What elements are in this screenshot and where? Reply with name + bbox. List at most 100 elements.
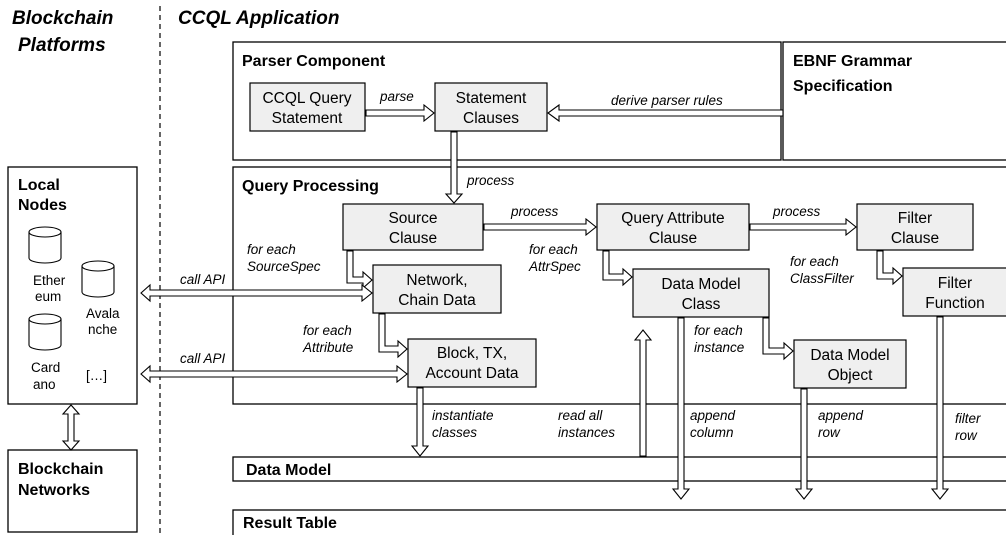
process-source-to-attr-label: process xyxy=(510,204,559,219)
ethereum-label-line2: eum xyxy=(35,289,61,304)
filter-function-line1: Filter xyxy=(938,275,972,292)
process-attr-to-filter-label: process xyxy=(772,204,821,219)
source-clause-line2: Clause xyxy=(389,230,437,247)
for-each-attrspec-line2: AttrSpec xyxy=(528,259,581,274)
call-api-block-arrow xyxy=(140,364,408,384)
ethereum-node-icon xyxy=(28,226,62,264)
result-table-frame xyxy=(232,509,1006,535)
filter-function-box xyxy=(902,267,1006,317)
append-row-line2: row xyxy=(818,425,841,440)
data-model-frame xyxy=(232,456,1006,482)
block-tx-account-line2: Account Data xyxy=(425,365,518,382)
source-clause-box xyxy=(342,203,484,251)
avalanche-label-line1: Avala xyxy=(86,306,120,321)
process-down-arrow xyxy=(444,131,464,204)
ethereum-label-line1: Ether xyxy=(33,273,66,288)
process-source-to-attr-arrow xyxy=(483,217,597,237)
filter-row-arrow xyxy=(930,316,950,500)
cardano-label-line2: ano xyxy=(33,377,56,392)
filter-function-line2: Function xyxy=(925,295,984,312)
ebnf-grammar-frame xyxy=(782,41,1006,161)
ebnf-grammar-title-line1: EBNF Grammar xyxy=(793,53,912,70)
block-tx-account-box xyxy=(407,338,537,388)
query-attribute-clause-line1: Query Attribute xyxy=(621,210,724,227)
source-clause-line1: Source xyxy=(388,210,437,227)
call-api-label-1: call API xyxy=(180,272,226,287)
cardano-label-line1: Card xyxy=(31,360,60,375)
network-chain-data-box xyxy=(372,264,502,314)
statement-clauses-line2: Clauses xyxy=(463,110,519,127)
data-model-object-line1: Data Model xyxy=(810,347,889,364)
parser-component-title: Parser Component xyxy=(242,53,386,70)
for-each-attribute-line2: Attribute xyxy=(302,340,353,355)
network-to-block-arrow xyxy=(378,313,408,359)
block-tx-account-line1: Block, TX, xyxy=(437,345,507,362)
filter-clause-line2: Clause xyxy=(891,230,939,247)
filter-row-line1: filter xyxy=(955,411,981,426)
filter-clause-line1: Filter xyxy=(898,210,932,227)
append-column-line2: column xyxy=(690,425,734,440)
read-all-instances-arrow xyxy=(633,329,653,457)
statement-clauses-box xyxy=(434,82,548,132)
query-attribute-clause-line2: Clause xyxy=(649,230,697,247)
network-chain-data-line1: Network, xyxy=(406,272,467,289)
platforms-header-line1: Blockchain xyxy=(12,8,113,29)
blockchain-networks-title-line1: Blockchain xyxy=(18,461,103,478)
blockchain-networks-title-line2: Networks xyxy=(18,482,90,499)
attr-to-datamodelclass-arrow xyxy=(602,250,633,287)
blockchain-networks-frame xyxy=(7,449,138,533)
derive-parser-rules-label: derive parser rules xyxy=(611,93,723,108)
append-column-line1: append xyxy=(690,408,736,423)
for-each-instance-line1: for each xyxy=(694,323,743,338)
query-processing-title: Query Processing xyxy=(242,178,379,195)
query-statement-box xyxy=(249,82,366,132)
ebnf-grammar-title-line2: Specification xyxy=(793,78,893,95)
platforms-header-line2: Platforms xyxy=(18,35,106,56)
for-each-attrspec-line1: for each xyxy=(529,242,578,257)
read-all-line2: instances xyxy=(558,425,615,440)
query-attribute-clause-box xyxy=(596,203,750,251)
local-nodes-frame xyxy=(7,166,138,405)
call-api-label-2: call API xyxy=(180,351,226,366)
more-nodes-label: […] xyxy=(86,368,107,383)
for-each-sourcespec-line2: SourceSpec xyxy=(247,259,321,274)
filter-clause-box xyxy=(856,203,974,251)
data-model-object-box xyxy=(793,339,907,389)
local-nodes-title-line1: Local xyxy=(18,177,60,194)
process-attr-to-filter-arrow xyxy=(749,217,857,237)
parse-label: parse xyxy=(379,89,414,104)
avalanche-node-icon xyxy=(81,260,115,298)
data-model-class-line1: Data Model xyxy=(661,276,740,293)
avalanche-label-line2: nche xyxy=(88,322,117,337)
data-model-object-line2: Object xyxy=(828,367,873,384)
data-model-title: Data Model xyxy=(246,462,331,479)
instantiate-classes-arrow xyxy=(410,387,430,457)
statement-clauses-line1: Statement xyxy=(456,90,527,107)
parse-arrow xyxy=(365,103,435,123)
call-api-network-arrow xyxy=(140,283,373,303)
instantiate-line1: instantiate xyxy=(432,408,494,423)
filter-row-line2: row xyxy=(955,428,978,443)
result-table-title: Result Table xyxy=(243,515,337,532)
data-model-class-line2: Class xyxy=(682,296,721,313)
network-chain-data-line2: Chain Data xyxy=(398,292,476,309)
instantiate-line2: classes xyxy=(432,425,477,440)
filterclause-to-function-arrow xyxy=(876,250,903,286)
source-to-network-arrow xyxy=(346,250,373,290)
process-down-label: process xyxy=(466,173,515,188)
append-row-arrow xyxy=(794,388,814,500)
nodes-networks-double-arrow xyxy=(61,404,81,451)
query-statement-line2: Statement xyxy=(272,110,343,127)
read-all-line1: read all xyxy=(558,408,603,423)
application-header: CCQL Application xyxy=(178,8,340,29)
class-to-object-arrow xyxy=(762,317,794,361)
derive-parser-rules-arrow xyxy=(547,103,784,123)
for-each-attribute-line1: for each xyxy=(303,323,352,338)
local-nodes-title-line2: Nodes xyxy=(18,197,67,214)
append-column-arrow xyxy=(671,317,691,500)
for-each-classfilter-line1: for each xyxy=(790,254,839,269)
data-model-class-box xyxy=(632,268,770,318)
for-each-sourcespec-line1: for each xyxy=(247,242,296,257)
for-each-instance-line2: instance xyxy=(694,340,744,355)
